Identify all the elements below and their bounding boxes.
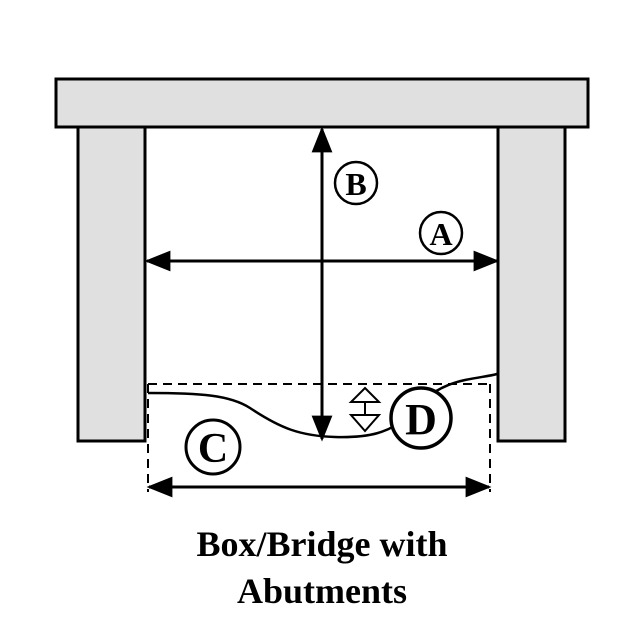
channel-bed-line [147,372,498,439]
label-b-text: B [345,166,366,202]
label-c-text: C [198,426,228,472]
left-abutment [76,125,147,443]
right-abutment [496,125,567,443]
caption-line-2: Abutments [237,571,407,611]
label-c: C [184,418,242,476]
label-d: D [389,386,453,450]
caption-line-1: Box/Bridge with [196,524,447,564]
depth-variation-icon [348,386,382,433]
label-b: B [333,160,379,206]
label-d-text: D [405,395,437,444]
bridge-deck [54,77,590,129]
label-a: A [418,210,464,256]
label-a-text: A [429,216,452,252]
